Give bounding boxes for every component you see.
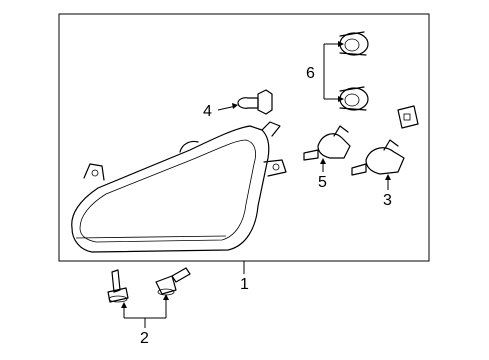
callout-6: 6: [306, 65, 315, 82]
callout-6-leader: [323, 41, 344, 102]
bulb-part-5: [303, 125, 351, 172]
bulb-part-3: [351, 139, 405, 190]
callout-2-leader: [121, 294, 169, 328]
callout-1: 1: [240, 276, 249, 293]
callout-3: 3: [383, 192, 392, 209]
callout-4: 4: [203, 103, 212, 120]
socket-seal-lower: [339, 86, 369, 111]
screw-right: [155, 267, 191, 296]
callout-5: 5: [318, 174, 327, 191]
callout-2: 2: [140, 330, 149, 347]
headlamp-assembly: [71, 121, 287, 253]
bulb-part-4: [217, 89, 273, 115]
socket-seal-upper: [339, 31, 369, 56]
assembly-frame: [58, 13, 430, 262]
screw-left: [107, 269, 129, 303]
retainer-clip: [397, 105, 419, 129]
